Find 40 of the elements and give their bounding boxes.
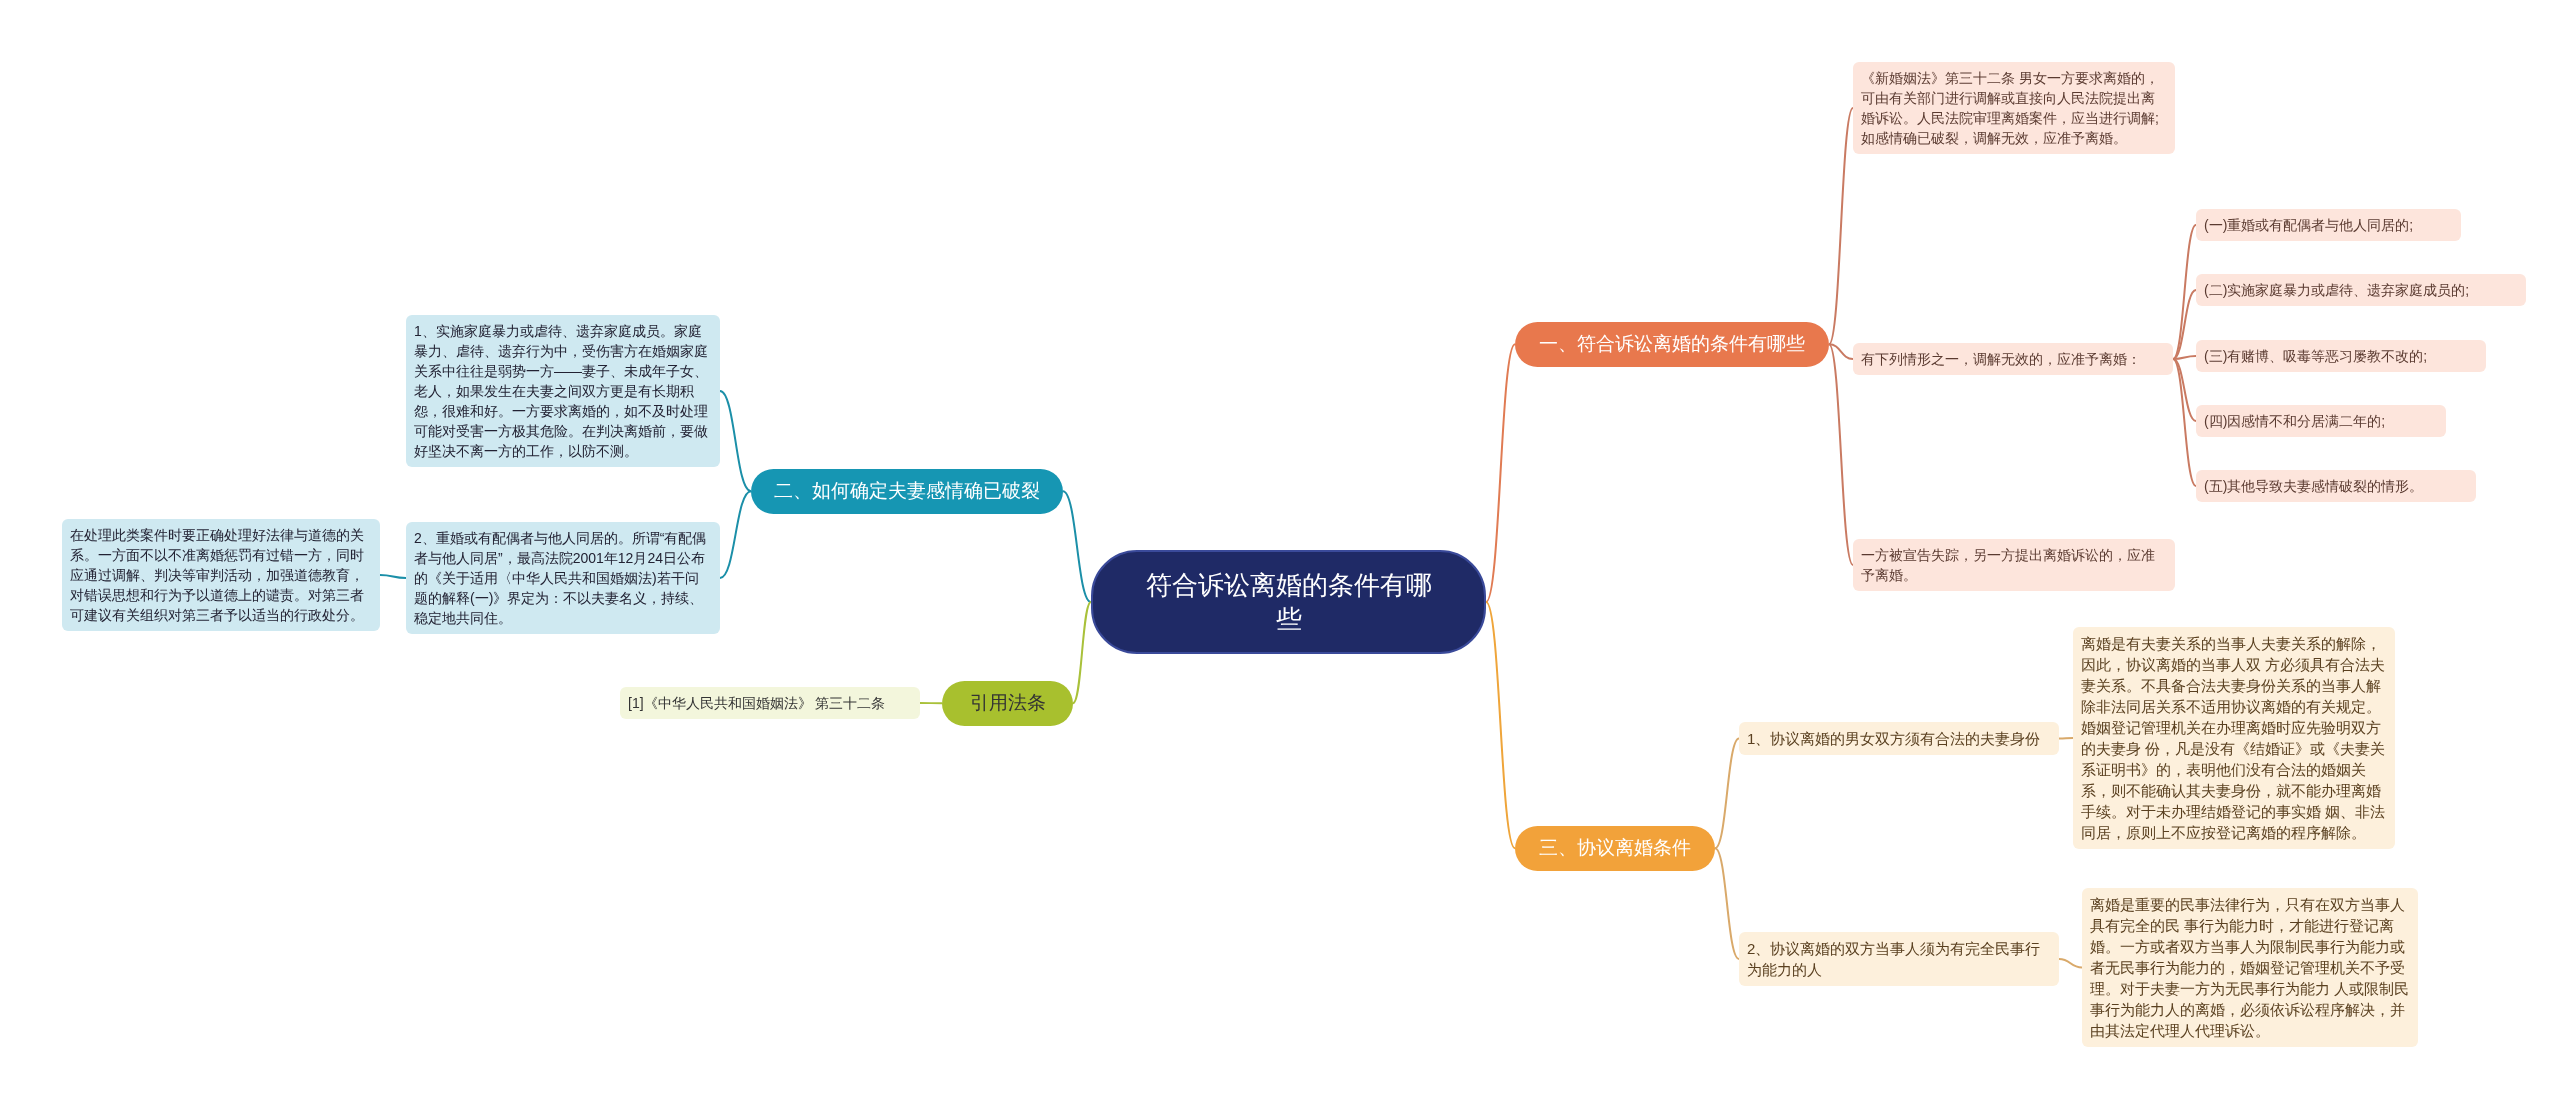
subtopic-box: 2、重婚或有配偶者与他人同居的。所谓“有配偶者与他人同居”，最高法院2001年12月24日公布的《关于适用〈中华人民共和国婚姻法)若干问题的解释(一)》界定为：不以夫妻名义，持续、稳定地共同住。 [406, 522, 720, 634]
subtopic-box: 离婚是有夫妻关系的当事人夫妻关系的解除，因此，协议离婚的当事人双 方必须具有合法夫妻关系。不具备合法夫妻身份关系的当事人解除非法同居关系不适用协议离婚的有关规定。婚姻登记管理机关在办理离婚时应先验明双方的夫妻身 份，凡是没有《结婚证》或《夫妻关系证明书》的，表明他们没有合法的婚姻关系，则不能确认其夫妻身份，就不能办理离婚手续。对于未办理结婚登记的事实婚 姻、非法同居，原则上不应按登记离婚的程序解除。 [2073, 627, 2395, 849]
connector-line [379, 574, 407, 579]
connector-line [2058, 958, 2083, 969]
connector-line [1485, 601, 1516, 850]
connector-line [2172, 355, 2197, 360]
connector-line [2058, 737, 2074, 740]
connector-line [719, 390, 752, 493]
branch-topic: 二、如何确定夫妻感情确已破裂 [751, 469, 1063, 514]
connector-line [1828, 107, 1854, 346]
subtopic-box: 2、协议离婚的双方当事人须为有完全民事行为能力的人 [1739, 932, 2059, 986]
subtopic-box: (一)重婚或有配偶者与他人同居的; [2196, 209, 2461, 241]
central-topic: 符合诉讼离婚的条件有哪些 [1091, 550, 1486, 654]
branch-topic: 三、协议离婚条件 [1515, 826, 1715, 871]
subtopic-box: 1、协议离婚的男女双方须有合法的夫妻身份 [1739, 722, 2059, 755]
subtopic-box: (二)实施家庭暴力或虐待、遗弃家庭成员的; [2196, 274, 2526, 306]
subtopic-box: 在处理此类案件时要正确处理好法律与道德的关系。一方面不以不准离婚惩罚有过错一方，同时应通过调解、判决等审判活动，加强道德教育，对错误思想和行为予以道德上的谴责。对第三者可建议有关组织对第三者予以适当的行政处分。 [62, 519, 380, 631]
connector-line [2172, 358, 2197, 487]
subtopic-box: 一方被宣告失踪，另一方提出离婚诉讼的，应准予离婚。 [1853, 539, 2175, 591]
connector-line [1828, 343, 1854, 360]
branch-topic: 引用法条 [942, 681, 1073, 726]
connector-line [1072, 601, 1092, 705]
subtopic-box: (四)因感情不和分居满二年的; [2196, 405, 2446, 437]
subtopic-box: 1、实施家庭暴力或虐待、遗弃家庭成员。家庭暴力、虐待、遗弃行为中，受伤害方在婚姻家庭关系中往往是弱势一方——妻子、未成年子女、老人，如果发生在夫妻之间双方更是有长期积怨，很难和好。一方要求离婚的，如不及时处理可能对受害一方极其危险。在判决离婚前，要做好坚决不离一方的工作，以防不测。 [406, 315, 720, 467]
branch-topic: 一、符合诉讼离婚的条件有哪些 [1515, 322, 1829, 367]
connector-line [1714, 737, 1740, 850]
connector-line [919, 702, 943, 705]
subtopic-box: (五)其他导致夫妻感情破裂的情形。 [2196, 470, 2476, 502]
subtopic-box: (三)有赌博、吸毒等恶习屡教不改的; [2196, 340, 2486, 372]
subtopic-box: 《新婚姻法》第三十二条 男女一方要求离婚的，可由有关部门进行调解或直接向人民法院提出离婚诉讼。人民法院审理离婚案件，应当进行调解;如感情确已破裂，调解无效，应准予离婚。 [1853, 62, 2175, 154]
subtopic-box: 有下列情形之一，调解无效的，应准予离婚： [1853, 343, 2173, 375]
connector-line [1485, 343, 1516, 603]
subtopic-box: [1]《中华人民共和国婚姻法》 第三十二条 [620, 687, 920, 719]
connector-line [719, 490, 752, 579]
connector-line [2172, 358, 2197, 422]
connector-line [1714, 847, 1740, 960]
connector-line [1828, 343, 1854, 566]
subtopic-box: 离婚是重要的民事法律行为，只有在双方当事人具有完全的民 事行为能力时，才能进行登记离婚。一方或者双方当事人为限制民事行为能力或者无民事行为能力的，婚姻登记管理机关不予受理。对于夫妻一方为无民事行为能力 人或限制民事行为能力人的离婚，必须依诉讼程序解决，并由其法定代理人代理诉讼。 [2082, 888, 2418, 1047]
connector-line [2172, 289, 2197, 360]
connector-line [1062, 490, 1092, 603]
